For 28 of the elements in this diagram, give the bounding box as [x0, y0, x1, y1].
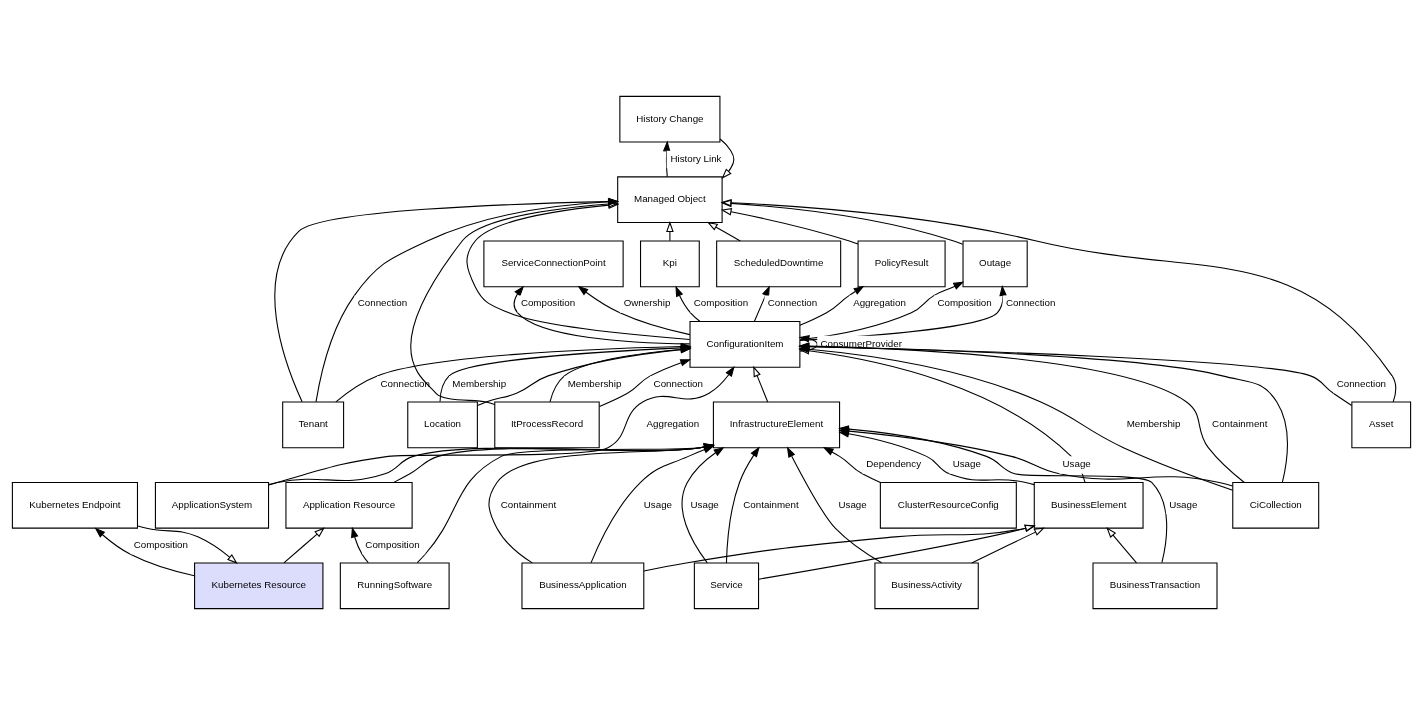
edge-label: Containment [500, 498, 557, 510]
edge-label: ConsumerProvider [820, 337, 902, 349]
edge-label: Membership [567, 377, 622, 389]
edge-label: Containment [743, 498, 799, 510]
edge-label: Usage [838, 498, 867, 510]
edge-label: Membership [1126, 418, 1181, 430]
edge-label: Membership [452, 377, 507, 389]
edge-label: Usage [643, 498, 673, 510]
edge-label: Connection [1336, 377, 1387, 389]
edge-label: Aggregation [853, 297, 906, 309]
edge-label: Aggregation [646, 418, 700, 430]
edge-label: History Link [670, 152, 722, 164]
edge-label: Connection [1005, 297, 1056, 309]
edge-label: Composition [365, 538, 420, 550]
edge-label: Composition [693, 297, 749, 309]
edge-label: Usage [1169, 498, 1198, 510]
edge-label: Composition [520, 297, 576, 309]
edge-label: Usage [1062, 458, 1091, 470]
edge-label: Connection [653, 377, 703, 389]
edge-label: Dependency [866, 458, 922, 470]
edge-label: Connection [357, 297, 408, 309]
edge-label: Composition [133, 538, 188, 550]
edge-label: Composition [937, 297, 992, 309]
edge-label: Usage [952, 458, 981, 470]
edge-label: Usage [690, 498, 719, 510]
edge-label: Connection [767, 297, 818, 309]
edge-label: Ownership [623, 297, 671, 309]
edge-label: Containment [1212, 418, 1268, 430]
